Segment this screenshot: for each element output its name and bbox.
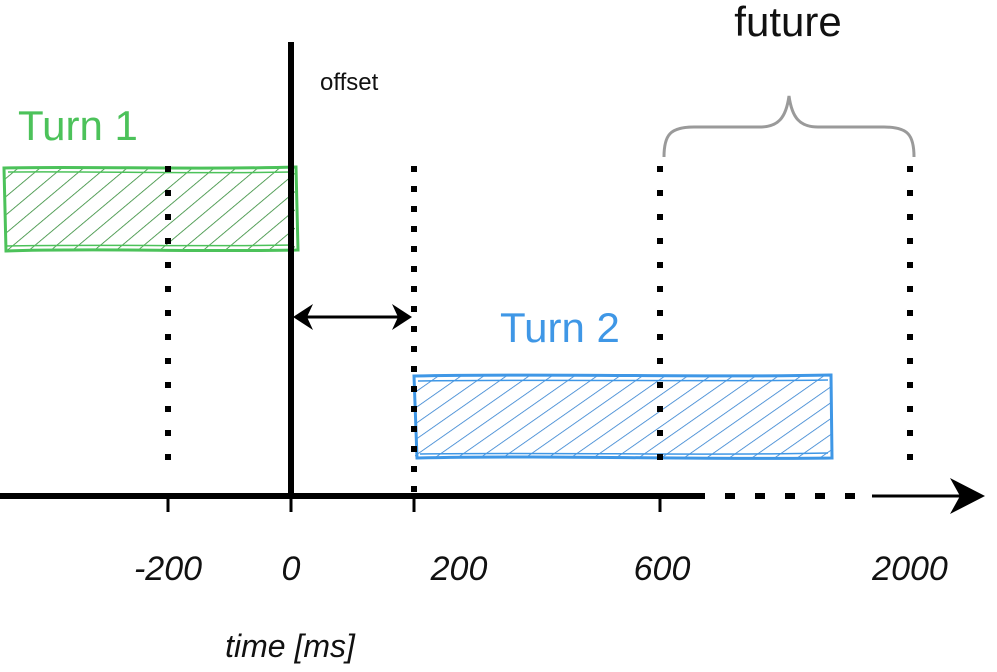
- x-axis-label: time [ms]: [225, 628, 356, 664]
- tick-label-2000: 2000: [871, 550, 948, 588]
- tick-label-600: 600: [634, 550, 691, 588]
- offset-arrow: [293, 304, 412, 330]
- tick-label-0: 0: [282, 550, 301, 588]
- future-brace: [662, 95, 916, 158]
- turn2-label: Turn 2: [500, 304, 620, 351]
- offset-label: offset: [320, 69, 379, 96]
- tick-label-200: 200: [430, 550, 488, 588]
- time-axis: [0, 478, 985, 514]
- future-label: future: [734, 0, 841, 45]
- tick-label-minus200: -200: [134, 550, 202, 588]
- turn1-box: [2, 165, 300, 253]
- turn2-box: [412, 373, 834, 460]
- axis-ticks: [166, 496, 662, 512]
- turn1-label: Turn 1: [18, 102, 138, 149]
